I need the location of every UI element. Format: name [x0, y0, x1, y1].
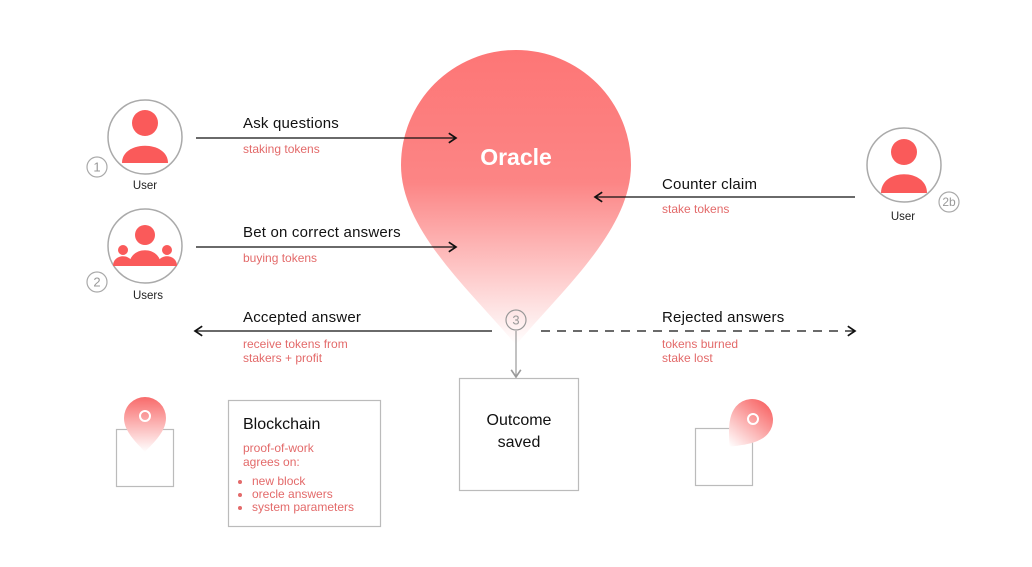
actor-user-right-label: User — [890, 211, 916, 223]
blockchain-item: new block — [252, 475, 354, 488]
blockchain-sub-2: agrees on: — [243, 455, 300, 469]
accepted-sub-1: receive tokens from — [243, 337, 348, 351]
ask-title: Ask questions — [243, 115, 339, 132]
users-group-icon — [107, 208, 183, 284]
step-2-badge — [86, 271, 108, 293]
step-2-number: 2 — [93, 274, 101, 290]
step-1-number: 1 — [93, 159, 101, 175]
step-3-number: 3 — [512, 312, 520, 328]
counter-title: Counter claim — [662, 176, 758, 193]
oracle-shape — [401, 49, 631, 345]
rejected-sub-2: stake lost — [662, 351, 713, 365]
blockchain-title: Blockchain — [243, 416, 321, 433]
outcome-line-2: saved — [497, 434, 541, 451]
rejected-pin-icon — [694, 399, 773, 487]
step-2b-number: 2b — [942, 195, 956, 209]
user-icon — [866, 127, 942, 203]
rejected-title: Rejected answers — [662, 309, 785, 326]
outcome-box — [458, 377, 580, 492]
accepted-pin-icon — [115, 397, 175, 488]
accepted-title: Accepted answer — [243, 309, 362, 326]
step-3-badge — [505, 309, 527, 331]
actor-users-label: Users — [132, 290, 164, 302]
step-2b-badge — [938, 191, 960, 213]
oracle-title: Oracle — [480, 144, 552, 170]
bet-title: Bet on correct answers — [243, 224, 401, 241]
bet-sub: buying tokens — [243, 251, 318, 265]
step-1-badge — [86, 156, 108, 178]
ask-sub: staking tokens — [243, 142, 320, 156]
blockchain-item: orecle answers — [252, 488, 354, 501]
counter-sub: stake tokens — [662, 202, 730, 216]
blockchain-item: system parameters — [252, 501, 354, 514]
actor-user-label: User — [132, 180, 158, 192]
blockchain-box — [227, 399, 382, 528]
blockchain-sub-1: proof-of-work — [243, 441, 314, 455]
user-icon — [107, 99, 183, 175]
outcome-line-1: Outcome — [486, 412, 552, 429]
blockchain-list: new block orecle answers system paramete… — [240, 475, 354, 514]
rejected-sub-1: tokens burned — [662, 337, 739, 351]
accepted-sub-2: stakers + profit — [243, 351, 323, 365]
